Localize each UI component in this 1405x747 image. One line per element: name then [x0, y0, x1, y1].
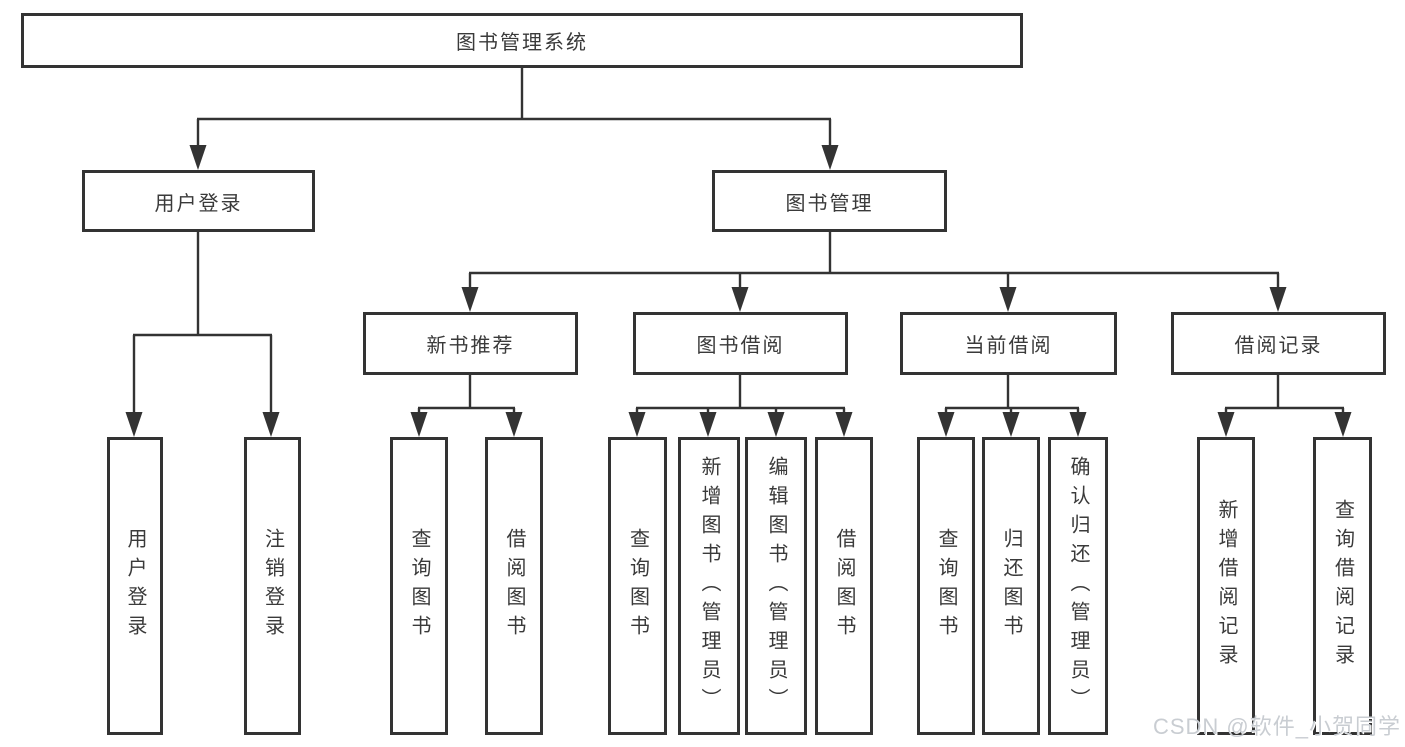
leaf-add-borrow-record: 新增借阅记录: [1197, 437, 1255, 735]
leaf-label: 新增借阅记录: [1215, 499, 1237, 673]
node-new-book-recommend: 新书推荐: [363, 312, 578, 375]
leaf-label: 查询借阅记录: [1331, 499, 1354, 673]
leaf-label: 新增图书（管理员）: [698, 455, 720, 717]
leaf-label: 查询图书: [626, 528, 649, 644]
node-current-borrowing: 当前借阅: [900, 312, 1117, 375]
leaf-edit-books-admin: 编辑图书（管理员）: [745, 437, 807, 735]
leaf-add-books-admin: 新增图书（管理员）: [678, 437, 740, 735]
leaf-query-books: 查询图书: [917, 437, 975, 735]
leaf-query-books: 查询图书: [608, 437, 667, 735]
leaf-user-login: 用户登录: [107, 437, 163, 735]
leaf-confirm-return-admin: 确认归还（管理员）: [1048, 437, 1108, 735]
leaf-query-books: 查询图书: [390, 437, 448, 735]
leaf-label: 归还图书: [1000, 528, 1022, 644]
leaf-label: 借阅图书: [503, 528, 525, 644]
leaf-return-books: 归还图书: [982, 437, 1040, 735]
leaf-label: 借阅图书: [833, 528, 855, 644]
leaf-query-borrow-record: 查询借阅记录: [1313, 437, 1372, 735]
node-root-library-system: 图书管理系统: [21, 13, 1023, 68]
leaf-label: 注销登录: [261, 528, 284, 644]
leaf-label: 用户登录: [124, 528, 146, 644]
csdn-watermark: CSDN @软件_小贺同学: [1152, 714, 1401, 739]
node-book-borrowing: 图书借阅: [633, 312, 848, 375]
leaf-logout: 注销登录: [244, 437, 301, 735]
leaf-label: 确认归还（管理员）: [1067, 455, 1089, 717]
node-book-management: 图书管理: [712, 170, 947, 232]
node-borrowing-records: 借阅记录: [1171, 312, 1386, 375]
node-user-login: 用户登录: [82, 170, 315, 232]
leaf-borrow-books: 借阅图书: [815, 437, 873, 735]
leaf-label: 查询图书: [935, 528, 957, 644]
leaf-borrow-books: 借阅图书: [485, 437, 543, 735]
leaf-label: 查询图书: [408, 528, 430, 644]
leaf-label: 编辑图书（管理员）: [765, 455, 787, 717]
